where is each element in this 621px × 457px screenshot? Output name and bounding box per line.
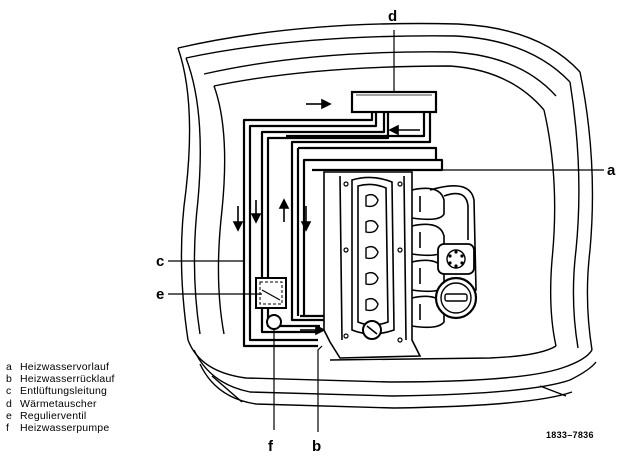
legend-item: a Heizwasservorlauf: [6, 361, 115, 373]
flow-arrows: [232, 98, 420, 336]
heat-exchanger: [350, 90, 438, 114]
callout-c: c: [156, 253, 164, 270]
legend-text: Heizwasserrücklauf: [20, 373, 115, 386]
legend-text: Wärmetauscher: [20, 397, 97, 410]
legend-item: d Wärmetauscher: [6, 398, 115, 410]
legend-text: Heizwasserpumpe: [20, 422, 110, 435]
coolant-hoses: [242, 112, 444, 348]
legend-item: c Entlüftungsleitung: [6, 385, 115, 397]
regulating-valve: [255, 277, 287, 309]
legend-item: e Regulierventil: [6, 410, 115, 422]
engine-block: [323, 171, 478, 359]
reference-number: 1833–7836: [546, 430, 594, 440]
car-body-outline: [177, 22, 597, 409]
water-pump: [266, 314, 282, 330]
callout-e: e: [156, 286, 164, 303]
legend-text: Heizwasservorlauf: [20, 361, 110, 373]
legend-key: a: [6, 361, 12, 373]
legend-key: f: [6, 422, 9, 435]
legend-key: d: [6, 397, 12, 410]
callout-a: a: [607, 162, 616, 179]
legend-text: Entlüftungsleitung: [20, 385, 108, 398]
legend-text: Regulierventil: [20, 409, 87, 422]
callout-d: d: [388, 8, 397, 25]
legend: a Heizwasservorlauf b Heizwasserrücklauf c…: [6, 361, 115, 434]
legend-key: e: [6, 409, 12, 422]
legend-key: c: [6, 385, 12, 398]
callout-b: b: [312, 438, 321, 455]
legend-key: b: [6, 373, 12, 386]
legend-item: b Heizwasserrücklauf: [6, 373, 115, 385]
legend-item: f Heizwasserpumpe: [6, 422, 115, 434]
leader-lines: [168, 30, 604, 432]
callout-f: f: [268, 438, 274, 455]
